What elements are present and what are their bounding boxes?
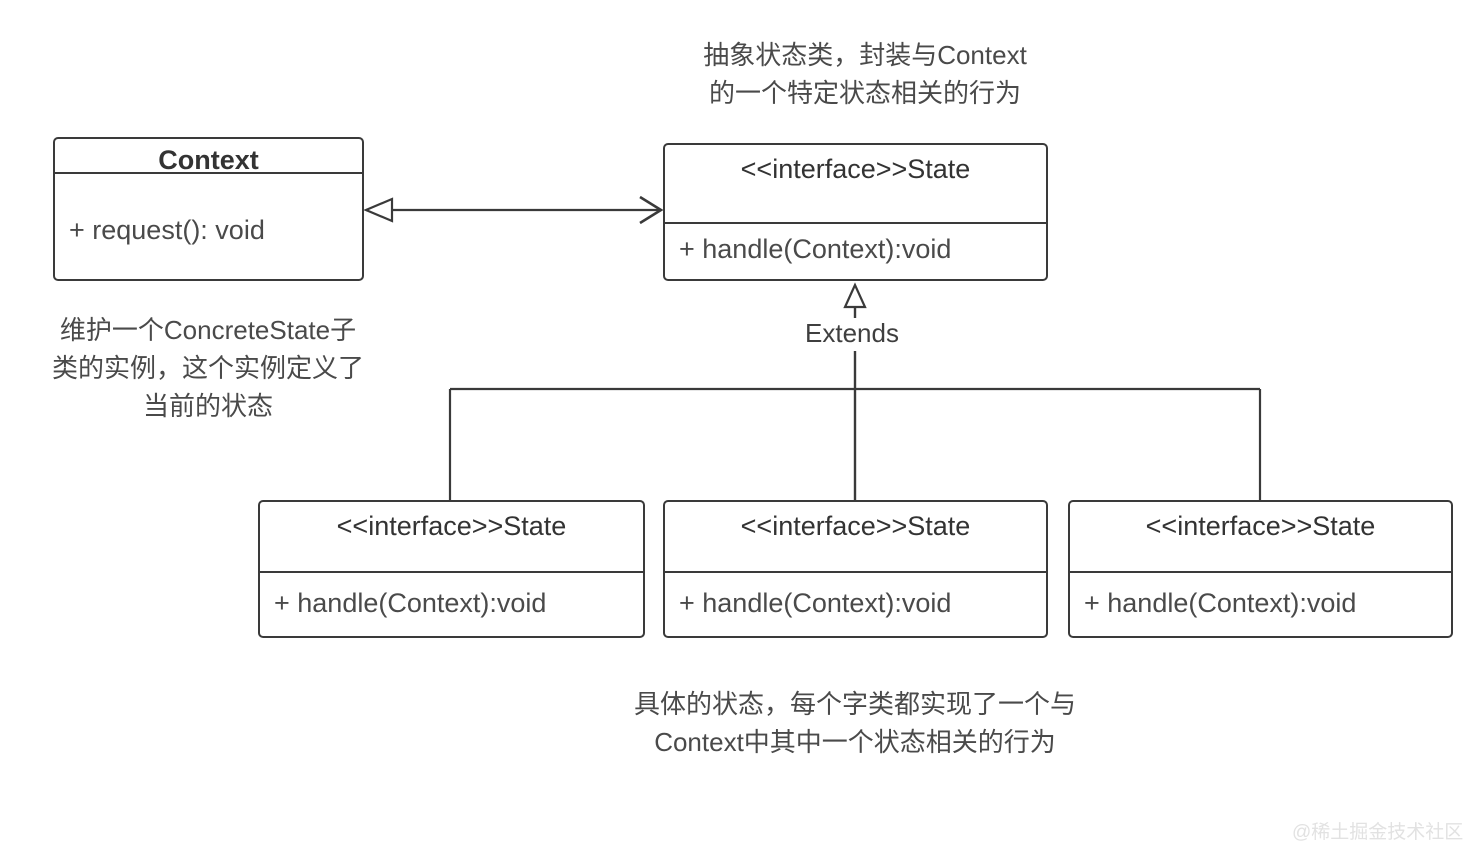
note-context-role: 维护一个ConcreteState子 类的实例，这个实例定义了 当前的状态	[51, 315, 364, 421]
class-divider-concrete-state-1	[260, 571, 643, 573]
class-box-state[interactable]: <<interface>>State + handle(Context):voi…	[663, 143, 1048, 281]
class-member-concrete-state-3-handle: + handle(Context):void	[1084, 588, 1357, 618]
class-title-concrete-state-1: <<interface>>State	[336, 511, 567, 541]
class-divider-context	[55, 172, 362, 174]
class-title-state: <<interface>>State	[740, 154, 971, 184]
watermark-label: @稀土掘金技术社区	[1292, 822, 1464, 843]
class-divider-concrete-state-3	[1070, 571, 1451, 573]
class-box-concrete-state-3[interactable]: <<interface>>State + handle(Context):voi…	[1068, 500, 1453, 638]
class-member-state-handle: + handle(Context):void	[679, 234, 952, 264]
context-state-association	[363, 195, 664, 225]
class-divider-state	[665, 222, 1046, 224]
note-concrete-states: 具体的状态，每个字类都实现了一个与 Context中其中一个状态相关的行为	[633, 689, 1076, 757]
class-title-concrete-state-3: <<interface>>State	[1145, 511, 1376, 541]
class-box-concrete-state-2[interactable]: <<interface>>State + handle(Context):voi…	[663, 500, 1048, 638]
class-member-concrete-state-2-handle: + handle(Context):void	[679, 588, 952, 618]
class-member-concrete-state-1-handle: + handle(Context):void	[274, 588, 547, 618]
class-box-context[interactable]: Context + request(): void	[53, 137, 364, 281]
class-title-concrete-state-2: <<interface>>State	[740, 511, 971, 541]
class-title-context: Context	[158, 145, 259, 175]
edge-label-extends: Extends	[798, 318, 906, 349]
note-state-abstract: 抽象状态类，封装与Context 的一个特定状态相关的行为	[703, 40, 1027, 108]
class-divider-concrete-state-2	[665, 571, 1046, 573]
class-box-concrete-state-1[interactable]: <<interface>>State + handle(Context):voi…	[258, 500, 645, 638]
class-member-context-request: + request(): void	[69, 215, 265, 245]
